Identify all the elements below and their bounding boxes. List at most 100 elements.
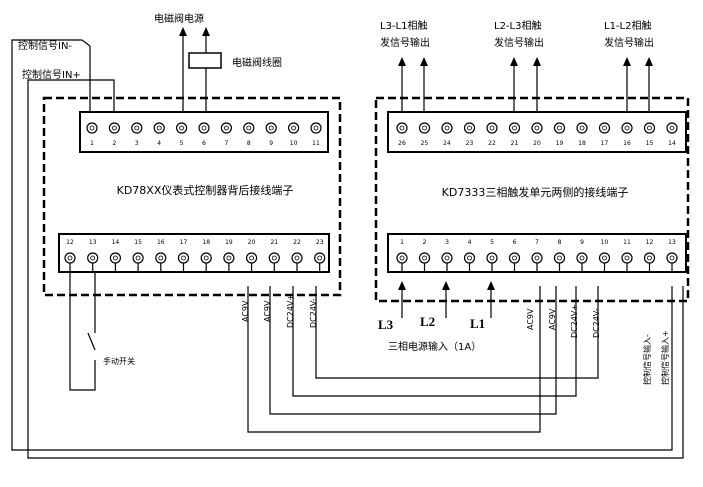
- right-bottom-terminal-screw-7: [531, 252, 543, 264]
- left-top-terminal-number-11: 11: [312, 140, 320, 147]
- right-bottom-terminal-screw-11: [621, 252, 633, 264]
- left-top-terminal-screw-head-10: [291, 125, 297, 131]
- right-bottom-terminal-number-13: 13: [668, 239, 676, 246]
- right-bottom-terminal-screw-1: [396, 252, 408, 264]
- left-top-terminal-screw-head-11: [313, 125, 319, 131]
- right-top-terminal-screw-head-25: [422, 125, 427, 131]
- right-top-terminal-screw-head-23: [467, 125, 472, 131]
- left-bottom-terminal-strip: [58, 233, 330, 273]
- left-bottom-terminal-number-13: 13: [89, 239, 97, 246]
- right-top-terminal-number-14: 14: [668, 140, 676, 147]
- right-top-terminal-number-26: 26: [398, 140, 406, 147]
- output-arrowhead-5: [645, 57, 653, 66]
- left-top-terminal-screw-head-5: [179, 125, 185, 131]
- left-bottom-terminal-screw-19: [223, 252, 235, 264]
- left-bottom-terminal-screw-head-15: [135, 255, 141, 261]
- left-bottom-terminal-number-19: 19: [225, 239, 233, 246]
- l2-label: L2: [420, 314, 435, 329]
- left-top-terminal-number-5: 5: [180, 140, 184, 147]
- right-bottom-terminal-screw-head-4: [467, 255, 472, 261]
- right-bottom-terminal-number-3: 3: [445, 239, 449, 246]
- left-bottom-terminal-screw-17: [177, 252, 190, 264]
- left-top-terminal-screw-2: [108, 122, 121, 134]
- left-bottom-terminal-screw-head-21: [271, 255, 277, 261]
- left-bottom-terminal-number-21: 21: [270, 239, 278, 246]
- right-bottom-terminal-screw-head-13: [669, 255, 675, 261]
- left-top-terminal-screw-5: [176, 122, 188, 134]
- l1-input-arrowhead: [487, 281, 495, 290]
- left-bottom-terminal-screw-head-17: [181, 255, 186, 261]
- left-wire-21: [269, 286, 557, 415]
- right-top-terminal-screw-17: [598, 122, 611, 134]
- right-top-terminal-screw-18: [576, 122, 588, 134]
- left-bottom-terminal-screw-head-14: [113, 255, 118, 261]
- right-top-terminal-screw-head-21: [512, 125, 517, 131]
- left-v-ac9v-a: AC9V: [241, 300, 250, 322]
- right-top-terminal-number-24: 24: [443, 140, 451, 147]
- right-v-ac9v-b: AC9V: [548, 308, 557, 330]
- right-bottom-terminal-number-4: 4: [468, 239, 472, 246]
- left-bottom-terminal-number-18: 18: [202, 239, 210, 246]
- left-top-terminal-screw-head-4: [156, 125, 162, 131]
- right-bottom-terminal-screw-head-9: [579, 255, 585, 261]
- right-bottom-terminal-number-5: 5: [490, 239, 494, 246]
- right-bottom-terminal-screw-head-3: [444, 255, 450, 261]
- three-phase-input-label: 三相电源输入（1A）: [388, 340, 481, 353]
- right-top-terminal-screw-15: [643, 122, 656, 134]
- left-top-terminal-screw-head-6: [201, 125, 207, 131]
- right-bottom-terminal-screw-head-12: [647, 255, 652, 261]
- right-bottom-terminal-number-10: 10: [601, 239, 609, 246]
- right-bottom-terminal-screw-8: [553, 252, 566, 264]
- output-arrowhead-4: [623, 57, 631, 66]
- manual-switch-wire: [69, 272, 96, 391]
- left-bottom-terminal-screw-16: [155, 252, 167, 264]
- left-bottom-terminal-screw-14: [109, 252, 122, 264]
- left-bottom-terminal-number-22: 22: [293, 239, 301, 246]
- left-bottom-terminal-screw-head-22: [294, 255, 300, 261]
- left-bottom-terminal-number-23: 23: [316, 239, 324, 246]
- ctrl-in-plus-wire: [27, 79, 684, 459]
- right-top-terminal-screw-26: [396, 122, 408, 134]
- right-bottom-terminal-screw-head-2: [422, 255, 427, 261]
- right-v-ac9v-a: AC9V: [526, 308, 535, 330]
- right-top-terminal-screw-head-18: [579, 125, 585, 131]
- right-bottom-terminal-number-7: 7: [535, 239, 539, 246]
- right-top-terminal-screw-head-17: [602, 125, 607, 131]
- left-v-ac9v-b: AC9V: [263, 300, 272, 322]
- left-top-terminal-screw-9: [265, 122, 277, 134]
- right-top-terminal-number-23: 23: [466, 140, 474, 147]
- right-top-terminal-number-15: 15: [646, 140, 654, 147]
- left-bottom-terminal-screw-head-23: [317, 255, 323, 261]
- right-top-terminal-screw-14: [666, 122, 678, 134]
- right-top-terminal-number-20: 20: [533, 140, 541, 147]
- left-top-terminal-screw-head-9: [268, 125, 274, 131]
- ctrl-in-minus-label: 控制信号IN-: [18, 39, 72, 52]
- left-bottom-terminal-number-15: 15: [134, 239, 142, 246]
- right-bottom-terminal-screw-head-11: [624, 255, 630, 261]
- output-arrowhead-0: [398, 57, 406, 66]
- left-top-terminal-screw-head-3: [134, 125, 140, 131]
- right-bottom-terminal-screw-9: [576, 252, 588, 264]
- right-bottom-terminal-number-9: 9: [580, 239, 584, 246]
- ctrl-in-plus-label: 控制信号IN+: [22, 68, 81, 81]
- out-l3l1-line1: L3-L1相触: [380, 19, 427, 32]
- left-bottom-terminal-screw-head-18: [203, 255, 209, 261]
- left-bottom-terminal-screw-15: [132, 252, 144, 264]
- left-bottom-terminal-screw-head-12: [67, 255, 73, 261]
- right-bottom-terminal-screw-13: [666, 252, 678, 264]
- left-top-terminal-screw-head-8: [246, 125, 252, 131]
- right-top-terminal-screw-20: [531, 122, 543, 134]
- left-wire-23: [315, 286, 599, 379]
- left-bottom-terminal-number-17: 17: [180, 239, 188, 246]
- left-bottom-terminal-screw-12: [64, 252, 76, 264]
- left-v-dc24m: DC24V-: [309, 298, 318, 328]
- left-bottom-terminal-screw-head-20: [249, 255, 255, 261]
- left-top-terminal-screw-8: [243, 122, 255, 134]
- left-bottom-terminal-number-14: 14: [112, 239, 120, 246]
- left-bottom-terminal-screw-21: [268, 252, 280, 264]
- l1-label: L1: [470, 316, 485, 331]
- left-top-terminal-screw-4: [153, 122, 165, 134]
- right-bottom-terminal-screw-5: [486, 252, 498, 264]
- valve-power-arrowhead-right: [202, 27, 210, 36]
